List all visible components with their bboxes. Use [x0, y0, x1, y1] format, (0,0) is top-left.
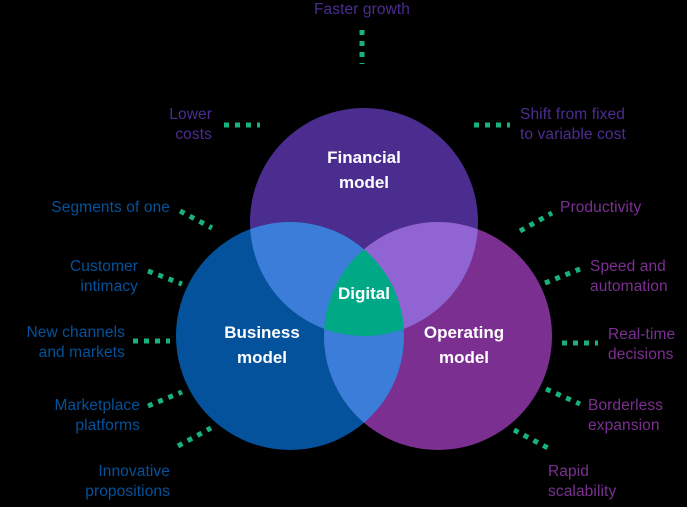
connector-rapid-scalability [512, 427, 550, 451]
connector-customer-intimacy [147, 268, 183, 287]
callout-rapid-scalability: Rapid scalability [548, 463, 617, 500]
callout-innovative-propositions: Innovative propositions [85, 463, 170, 500]
label-operating-model-line1: Operating [424, 323, 504, 342]
connector-borderless-expansion [544, 386, 582, 407]
callout-new-channels-and-markets: New channels and markets [26, 324, 125, 361]
callout-marketplace-platforms: Marketplace platforms [54, 397, 140, 434]
label-digital-center: Digital [338, 284, 390, 303]
callout-speed-and-automation: Speed and automation [590, 258, 668, 295]
overlap-center-digital [324, 222, 404, 336]
connector-speed-and-automation [544, 266, 581, 286]
label-financial-model-line1: Financial [327, 148, 401, 167]
callout-customer-intimacy: Customer intimacy [70, 258, 138, 295]
connector-innovative-propositions [176, 425, 213, 449]
callout-lower-costs: Lower costs [169, 106, 212, 143]
connector-marketplace-platforms [147, 389, 183, 409]
label-business-model-line2: model [237, 348, 287, 367]
label-business-model-line1: Business [224, 323, 300, 342]
callout-productivity: Productivity [560, 199, 642, 216]
callout-segments-of-one: Segments of one [51, 199, 170, 216]
callout-real-time-decisions: Real-time decisions [608, 326, 676, 363]
label-financial-model-line2: model [339, 173, 389, 192]
callout-borderless-expansion: Borderless expansion [588, 397, 664, 434]
connector-segments-of-one [178, 208, 214, 231]
label-operating-model-line2: model [439, 348, 489, 367]
callout-faster-growth: Faster growth [313, 1, 411, 18]
connector-productivity [518, 210, 554, 234]
callout-shift-from-fixed-to-variable-cost: Shift from fixed to variable cost [520, 106, 626, 143]
